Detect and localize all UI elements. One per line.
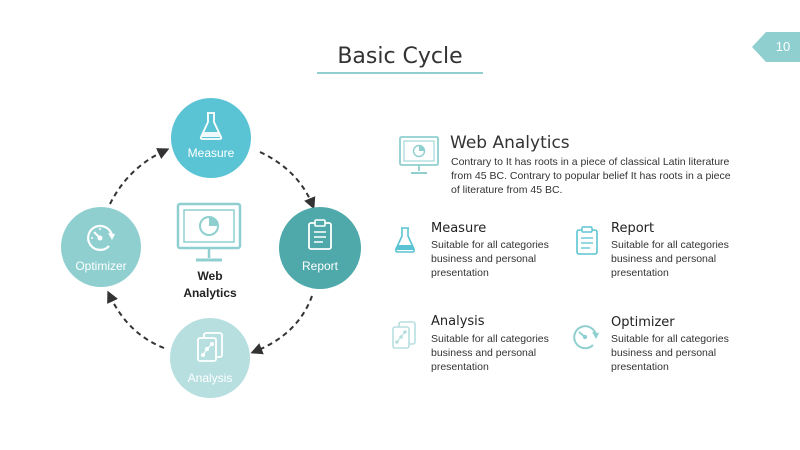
arrow-report-to-analysis <box>250 295 313 355</box>
documents-icon <box>392 321 416 349</box>
feature-analysis-title: Analysis <box>431 314 485 329</box>
gauge-icon <box>573 325 599 350</box>
monitor-chart-icon-small <box>399 136 439 174</box>
cycle-node-analysis-label: Analysis <box>187 371 233 385</box>
feature-report-title: Report <box>611 221 655 236</box>
feature-optimizer-description: Suitable for all categories business and… <box>611 333 729 373</box>
slide-title: Basic Cycle <box>337 44 463 69</box>
monitor-chart-icon <box>176 202 242 262</box>
arrow-analysis-to-optimizer <box>107 290 165 349</box>
flask-icon <box>199 112 223 140</box>
cycle-node-report-label: Report <box>301 259 339 273</box>
page-number-tag: 10 <box>752 32 800 62</box>
arrow-optimizer-to-measure <box>109 148 170 205</box>
clipboard-icon <box>308 219 332 250</box>
cycle-center-line2: Analytics <box>183 286 237 300</box>
web-analytics-description: Contrary to It has roots in a piece of c… <box>451 156 731 196</box>
page-tag-shape <box>752 32 800 62</box>
feature-measure-description: Suitable for all categories business and… <box>431 239 549 279</box>
gauge-icon <box>87 224 115 251</box>
cycle-center-line1: Web <box>197 269 223 283</box>
flask-icon <box>394 227 416 253</box>
feature-analysis-description: Suitable for all categories business and… <box>431 333 549 373</box>
cycle-node-optimizer <box>61 207 141 287</box>
cycle-node-measure <box>171 98 251 178</box>
feature-measure-title: Measure <box>431 221 487 236</box>
page-number: 10 <box>775 39 791 54</box>
web-analytics-title: Web Analytics <box>450 133 570 153</box>
documents-icon <box>197 332 223 362</box>
feature-optimizer-title: Optimizer <box>611 315 675 330</box>
title-underline <box>317 72 483 74</box>
clipboard-icon <box>576 226 598 255</box>
cycle-node-optimizer-label: Optimizer <box>75 259 127 273</box>
cycle-center-label: Web Analytics <box>160 268 260 302</box>
cycle-node-measure-label: Measure <box>187 146 235 160</box>
arrow-measure-to-report <box>259 151 316 210</box>
feature-report-description: Suitable for all categories business and… <box>611 239 729 279</box>
